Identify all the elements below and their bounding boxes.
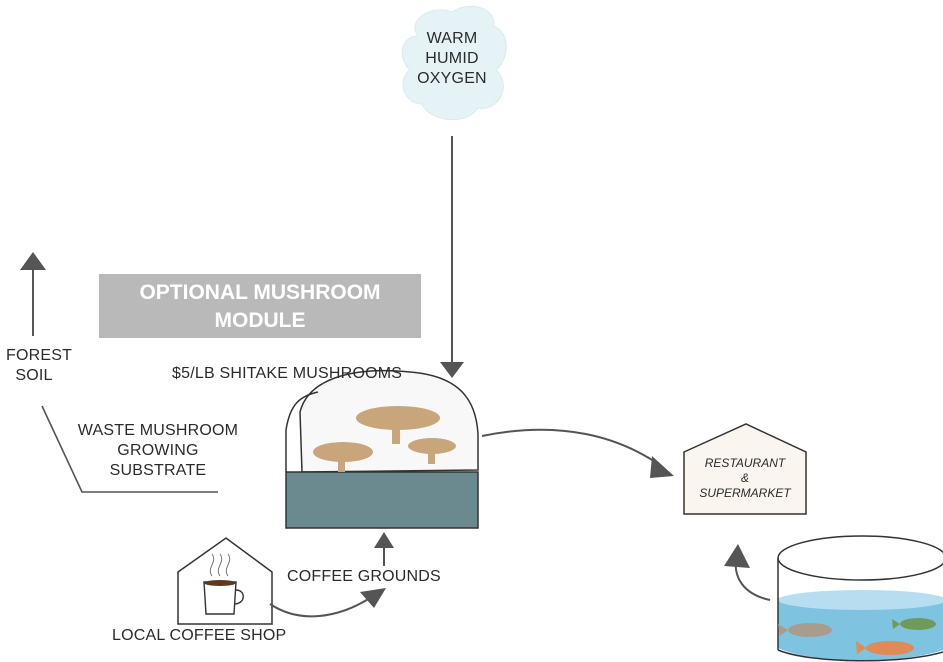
restaurant-line3: SUPERMARKET — [699, 486, 791, 500]
restaurant-line2: & — [740, 471, 749, 485]
grounds-up-arrow — [374, 532, 394, 566]
coffee-to-grounds-arrow — [269, 588, 386, 618]
coffee-cup-icon — [203, 580, 244, 615]
mushroom-left — [313, 442, 373, 472]
module-title-banner: OPTIONAL MUSHROOM MODULE — [99, 274, 421, 338]
coffee-grounds-label: COFFEE GROUNDS — [287, 568, 441, 585]
to-restaurant-arrow — [481, 428, 674, 478]
fish-tank-icon — [777, 535, 943, 662]
waste-substrate-line — [41, 405, 218, 493]
coffee-shop-label: LOCAL COFFEE SHOP — [112, 627, 287, 644]
waste-substrate-label: WASTE MUSHROOM GROWING SUBSTRATE — [60, 421, 256, 481]
mushroom-right — [408, 438, 456, 464]
fish-green — [892, 618, 936, 630]
cloud-label: WARM HUMID OXYGEN — [404, 29, 500, 89]
module-title-line2: MODULE — [214, 309, 306, 332]
restaurant-house-icon — [683, 423, 807, 515]
forest-soil-line1: FOREST — [6, 347, 73, 364]
restaurant-line1: RESTAURANT — [704, 456, 786, 470]
waste-line2: GROWING — [117, 442, 199, 459]
restaurant-label: RESTAURANT & SUPERMARKET — [686, 456, 804, 501]
fish-gray — [778, 623, 832, 637]
mushroom-large — [356, 406, 440, 444]
cloud-line-humid: HUMID — [425, 50, 479, 67]
cloud-shape — [401, 5, 507, 121]
oxygen-arrow — [440, 136, 464, 378]
fish-to-restaurant-arrow — [724, 544, 771, 601]
waste-line3: SUBSTRATE — [109, 462, 207, 479]
coffee-shop-house-icon — [177, 537, 273, 625]
cloud-line-oxygen: OXYGEN — [417, 70, 487, 87]
greenhouse-icon — [285, 369, 479, 529]
waste-line1: WASTE MUSHROOM — [77, 422, 239, 439]
forest-soil-line2: SOIL — [15, 367, 53, 384]
forest-soil-arrow — [20, 252, 46, 336]
cloud-line-warm: WARM — [426, 30, 478, 47]
steam-icon — [209, 553, 231, 577]
fish-orange — [856, 641, 914, 655]
forest-soil-label: FOREST SOIL — [6, 346, 73, 386]
module-title-line1: OPTIONAL MUSHROOM — [139, 281, 381, 304]
product-label: $5/LB SHITAKE MUSHROOMS — [172, 365, 403, 382]
